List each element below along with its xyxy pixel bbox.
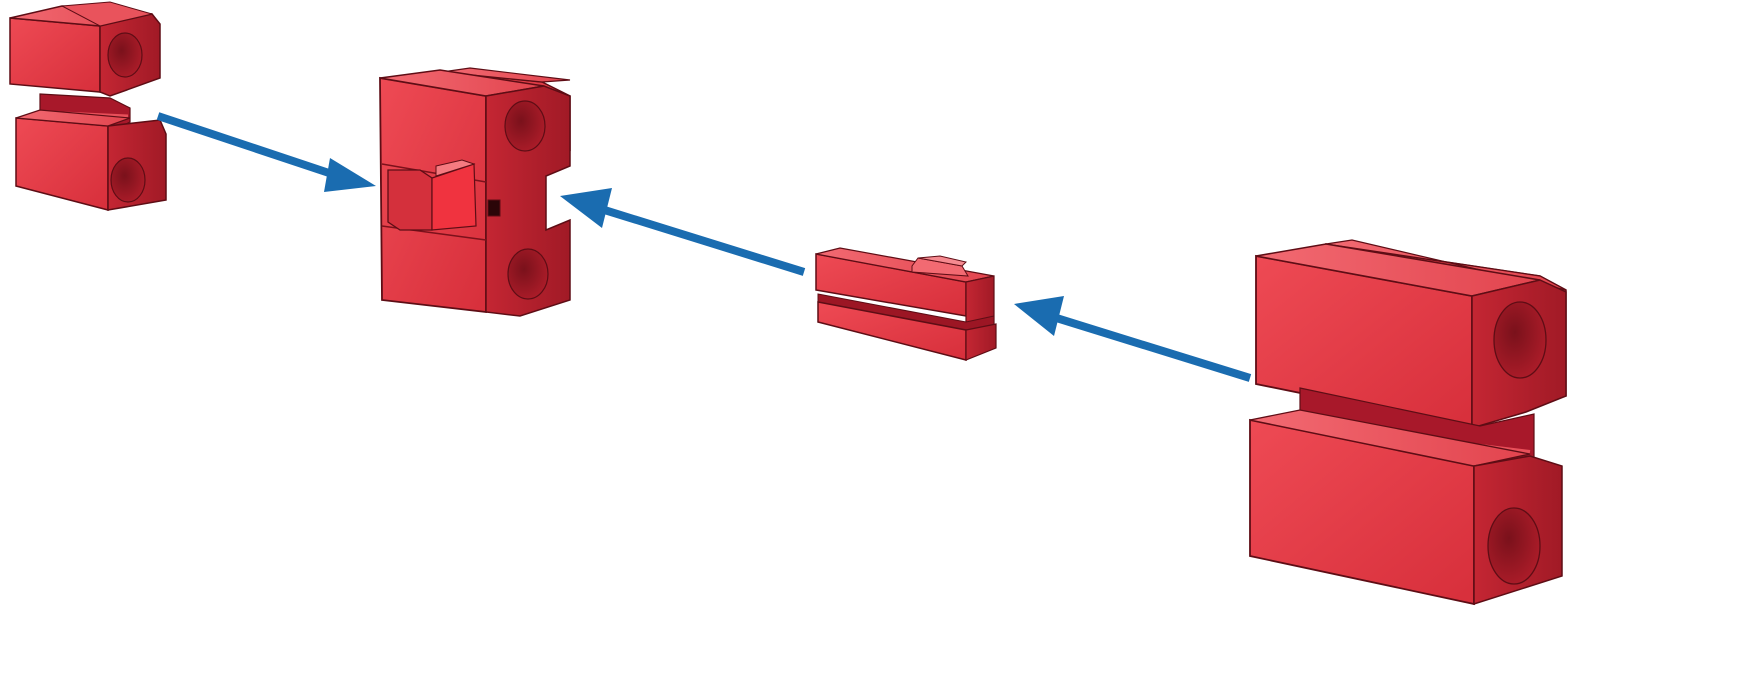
connector-clip [815,247,997,361]
small-block [9,1,167,211]
large-block [1249,239,1567,606]
arrow-small-to-assembled [156,112,376,192]
arrow-clip-to-assembled [560,188,806,276]
assembled-block-with-clip [379,67,571,317]
arrow-large-to-clip [1014,296,1252,382]
